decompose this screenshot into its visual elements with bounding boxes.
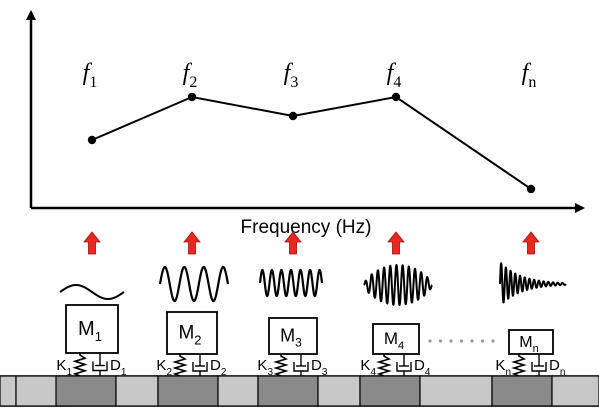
ellipsis-dot bbox=[438, 339, 443, 343]
mass-box bbox=[166, 311, 218, 355]
spring-label: K3 bbox=[257, 357, 273, 378]
frequency-label: f4 bbox=[387, 60, 402, 91]
spring bbox=[273, 354, 289, 377]
ellipsis-dot bbox=[491, 339, 495, 343]
ground-tile bbox=[317, 375, 361, 407]
excitation-arrow bbox=[83, 231, 101, 255]
ellipsis-dot bbox=[459, 339, 464, 343]
ground-tile bbox=[551, 375, 599, 407]
data-point bbox=[187, 92, 197, 102]
ellipsis-dots bbox=[428, 339, 495, 343]
spring bbox=[511, 354, 527, 377]
mass-box bbox=[508, 329, 554, 355]
spring bbox=[172, 354, 188, 377]
spring bbox=[376, 354, 392, 377]
ellipsis-dot bbox=[470, 339, 474, 343]
excitation-arrow bbox=[387, 231, 405, 255]
mass-box bbox=[268, 317, 318, 355]
data-point bbox=[87, 135, 97, 145]
excitation-arrows bbox=[83, 231, 540, 255]
damper-label: D3 bbox=[311, 357, 328, 378]
ground-tile bbox=[217, 375, 259, 407]
ground-base bbox=[0, 375, 599, 407]
ground-tile bbox=[257, 375, 319, 407]
waveform-high bbox=[363, 264, 433, 306]
mass-label: Mn bbox=[519, 334, 538, 355]
damper-label: D4 bbox=[414, 357, 431, 378]
waveform-decaying bbox=[499, 262, 567, 304]
waveform-mid bbox=[158, 265, 230, 303]
ground-tile bbox=[359, 375, 421, 407]
spring-label: Kn bbox=[495, 357, 511, 378]
mass-label: M3 bbox=[280, 325, 302, 349]
excitation-arrow bbox=[522, 231, 540, 255]
data-point bbox=[288, 111, 298, 121]
spring-label: K4 bbox=[360, 357, 376, 378]
damper-label: Dn bbox=[549, 357, 565, 378]
mass-label: M4 bbox=[384, 329, 404, 352]
spring-label: K2 bbox=[156, 357, 172, 378]
ellipsis-dot bbox=[480, 339, 485, 343]
ellipsis-dot bbox=[428, 339, 432, 343]
mass-label: M1 bbox=[78, 318, 102, 344]
frequency-label: f2 bbox=[183, 60, 198, 91]
spring-label: K1 bbox=[56, 357, 72, 378]
ellipsis-dot bbox=[449, 339, 453, 343]
frequency-labels: f1 f2 f3 f4 fn bbox=[83, 60, 537, 91]
x-axis-label: Frequency (Hz) bbox=[241, 217, 372, 238]
ground-tile bbox=[0, 375, 17, 407]
excitation-arrow bbox=[183, 231, 201, 255]
mass-box bbox=[65, 304, 119, 354]
data-point bbox=[526, 184, 536, 194]
ground-tile bbox=[491, 375, 553, 407]
ground-tile bbox=[55, 375, 117, 407]
response-waveforms bbox=[59, 262, 567, 306]
frequency-label: f3 bbox=[284, 60, 299, 91]
frequency-label: fn bbox=[522, 60, 537, 91]
frequency-label: f1 bbox=[83, 60, 98, 91]
ground-tile bbox=[419, 375, 493, 407]
spring bbox=[72, 353, 88, 377]
chart-series bbox=[87, 92, 536, 194]
damper-label: D1 bbox=[110, 357, 127, 378]
data-point bbox=[391, 92, 401, 102]
waveform-mid-high bbox=[258, 268, 324, 298]
series-line bbox=[91, 95, 532, 190]
ground-tile bbox=[157, 375, 219, 407]
chart-axes bbox=[26, 10, 585, 213]
damper-label: D2 bbox=[210, 357, 227, 378]
ground-tile bbox=[115, 375, 159, 407]
mass-box bbox=[372, 323, 420, 355]
mass-label: M2 bbox=[178, 323, 201, 348]
excitation-arrow bbox=[284, 231, 302, 255]
waveform-low bbox=[59, 284, 125, 300]
